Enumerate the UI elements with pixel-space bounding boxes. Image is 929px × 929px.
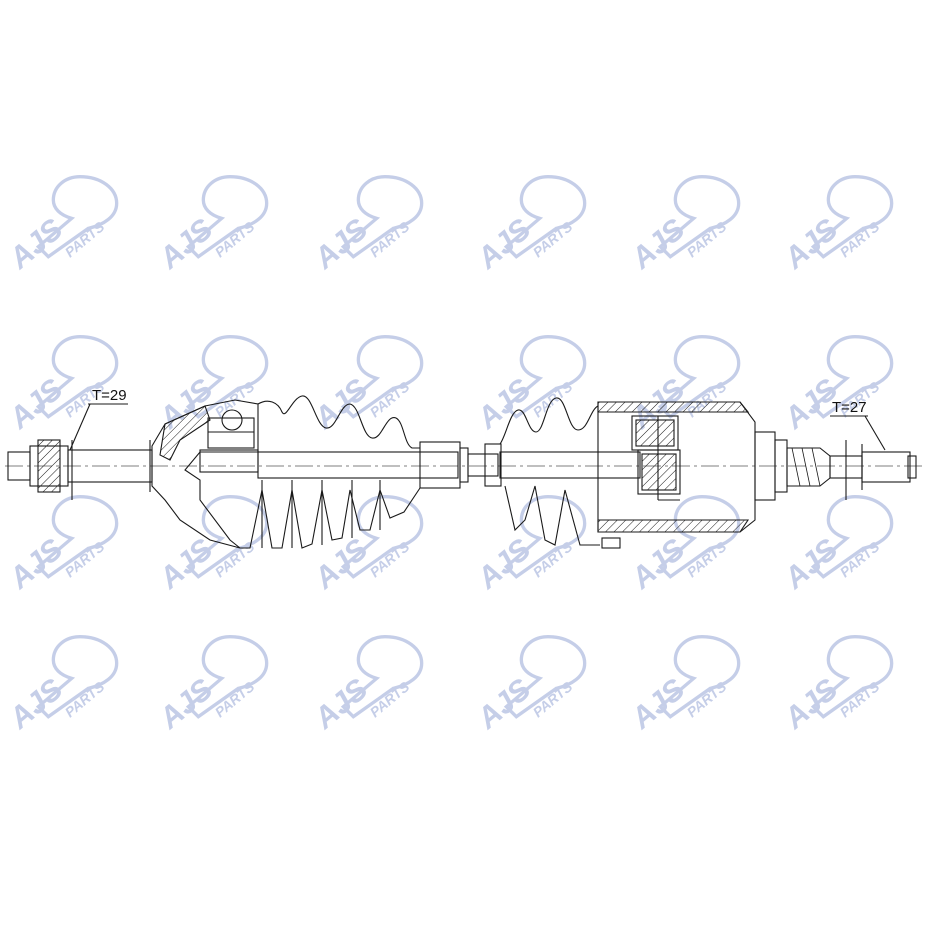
watermark-suffix: PARTS (684, 538, 730, 580)
watermark-brand: AJS (471, 213, 538, 276)
watermark-suffix: PARTS (530, 218, 576, 260)
watermark-brand: AJS (308, 673, 375, 736)
inner-stub (786, 440, 917, 500)
watermark-brand: AJS (625, 213, 692, 276)
watermark-suffix: PARTS (367, 538, 413, 580)
watermark-suffix: PARTS (367, 378, 413, 420)
watermark-brand: AJS (3, 673, 70, 736)
watermark-suffix: PARTS (62, 538, 108, 580)
watermark-suffix: PARTS (684, 218, 730, 260)
watermark-brand: AJS (153, 673, 220, 736)
watermark-suffix: PARTS (62, 218, 108, 260)
watermark-brand: AJS (471, 373, 538, 436)
watermark-brand: AJS (3, 213, 70, 276)
watermark-suffix: PARTS (367, 678, 413, 720)
watermark-suffix: PARTS (530, 378, 576, 420)
watermark-suffix: PARTS (837, 678, 883, 720)
watermark-brand: AJS (308, 373, 375, 436)
watermark-brand: AJS (3, 373, 70, 436)
outer-spline-label: T=29 (92, 387, 127, 404)
watermark-suffix: PARTS (367, 218, 413, 260)
watermark-brand: AJS (778, 673, 845, 736)
watermark-suffix: PARTS (212, 218, 258, 260)
watermark-suffix: PARTS (837, 538, 883, 580)
outer-boot (240, 395, 421, 549)
watermark-brand: AJS (471, 533, 538, 596)
watermark-suffix: PARTS (62, 678, 108, 720)
watermark-suffix: PARTS (684, 378, 730, 420)
watermark-suffix: PARTS (530, 678, 576, 720)
watermark-suffix: PARTS (684, 678, 730, 720)
drive-shaft (5, 395, 925, 549)
watermark-suffix: PARTS (837, 218, 883, 260)
watermark-brand: AJS (471, 673, 538, 736)
watermark-suffix: PARTS (212, 678, 258, 720)
watermark-brand: AJS (778, 533, 845, 596)
watermark-brand: AJS (308, 533, 375, 596)
watermark-brand: AJS (625, 533, 692, 596)
watermark-brand: AJS (778, 213, 845, 276)
inner-spline-label: T=27 (832, 399, 867, 416)
watermark-brand: AJS (308, 213, 375, 276)
watermark-suffix: PARTS (212, 378, 258, 420)
outer-cv-joint (151, 399, 259, 549)
watermark-brand: AJS (153, 533, 220, 596)
main-bar (257, 441, 641, 489)
leader-outer (69, 403, 91, 451)
watermark-brand: AJS (625, 673, 692, 736)
watermark-brand: AJS (153, 213, 220, 276)
inner-boot (499, 397, 621, 549)
leader-inner (864, 415, 886, 451)
inner-tripod-housing (597, 401, 788, 533)
outer-stub (7, 439, 153, 500)
watermark-brand: AJS (3, 533, 70, 596)
